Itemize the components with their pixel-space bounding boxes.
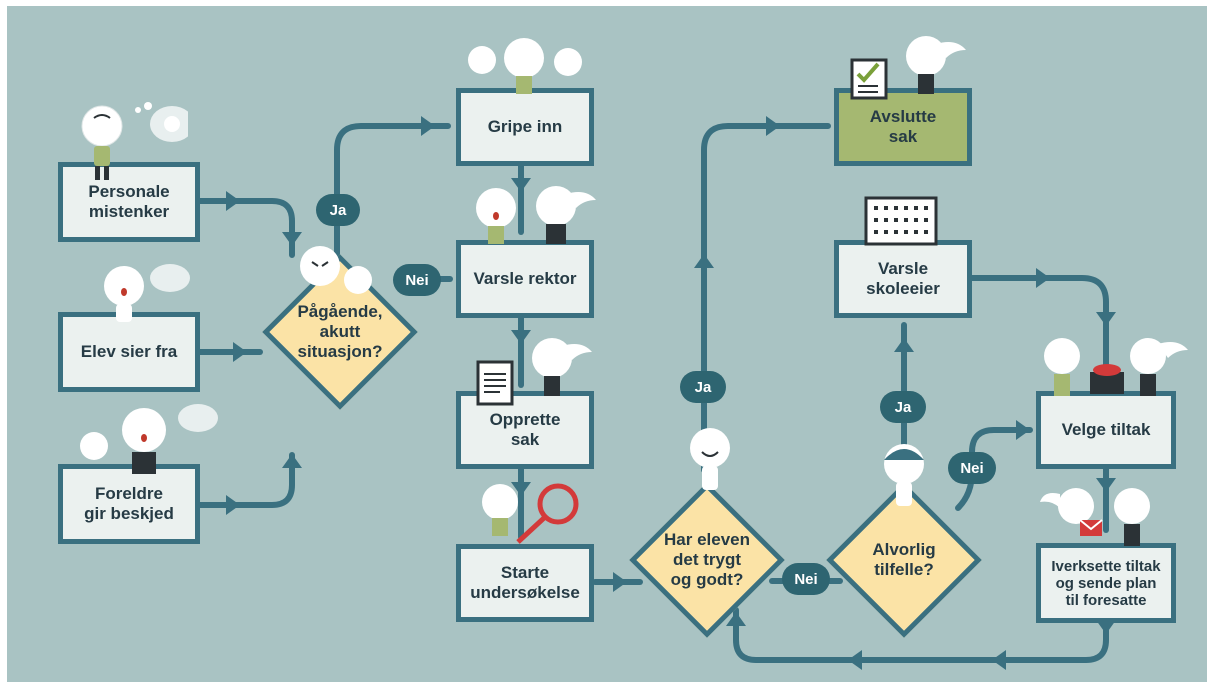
arrowhead (511, 482, 531, 496)
box-gripe-inn: Gripe inn (456, 88, 594, 166)
arrowhead (226, 495, 240, 515)
box-avslutte-sak: Avslutte sak (834, 88, 972, 166)
connector-loop-back (733, 607, 1109, 663)
arrowhead (282, 232, 302, 246)
arrowhead (1096, 312, 1116, 326)
decision-akutt-label: Pågående, akutt situasjon? (297, 302, 383, 361)
mail-icon (1040, 488, 1150, 546)
connector-skoleeier-velge (969, 275, 1109, 386)
pill-nei-alvorlig: Nei (948, 452, 996, 484)
student-figure-icon (104, 264, 190, 322)
arrowhead (894, 338, 914, 352)
decision-alvorlig-label: Alvorlig tilfelle? (872, 540, 936, 579)
box-varsle-rektor: Varsle rektor (456, 240, 594, 318)
principal-figure-icon (532, 338, 592, 396)
box-personale-mistenker: Personale mistenker (58, 162, 200, 242)
building-icon (864, 196, 938, 246)
connector-personale (197, 198, 295, 258)
pill-ja-akutt: Ja (316, 194, 360, 226)
pill-ja-alvorlig: Ja (880, 391, 926, 423)
principal-figure-icon (906, 36, 966, 94)
connector-ja-avslutte (701, 123, 831, 473)
arrowhead (421, 116, 435, 136)
arrowhead (511, 330, 531, 344)
arrowhead (694, 254, 714, 268)
box-foreldre-gir-beskjed: Foreldre gir beskjed (58, 464, 200, 544)
pill-nei-akutt: Nei (393, 264, 441, 296)
fighting-children-icon (300, 246, 372, 294)
connector-ja-gripe (334, 123, 451, 273)
document-icon (476, 360, 514, 406)
arrowhead (766, 116, 780, 136)
pill-ja-trygt: Ja (680, 371, 726, 403)
connector-foreldre (197, 452, 295, 508)
arrowhead (511, 178, 531, 192)
arrowhead (1096, 478, 1116, 492)
teacher-and-principal-icon (1044, 338, 1188, 396)
worried-student-icon (884, 444, 924, 506)
teacher-and-principal-icon (476, 186, 596, 244)
magnifier-icon (482, 483, 579, 544)
arrowhead (848, 650, 862, 670)
arrowhead (282, 454, 302, 468)
box-elev-sier-fra: Elev sier fra (58, 312, 200, 392)
background (7, 6, 1207, 682)
intervening-adult-icon (468, 38, 582, 94)
arrowhead (1036, 268, 1050, 288)
arrowhead (726, 612, 746, 626)
box-velge-tiltak: Velge tiltak (1036, 391, 1176, 469)
arrowhead (613, 572, 627, 592)
arrowhead (226, 191, 240, 211)
checklist-icon (850, 58, 888, 100)
arrowhead (992, 650, 1006, 670)
decision-trygt-label: Har eleven det trygt og godt? (664, 530, 750, 589)
teacher-figure-icon (81, 102, 188, 180)
arrowhead (1016, 420, 1030, 440)
pill-nei-trygt: Nei (782, 563, 830, 595)
happy-student-icon (690, 428, 730, 490)
box-varsle-skoleeier: Varsle skoleeier (834, 240, 972, 318)
arrowhead (1096, 620, 1116, 634)
box-starte-undersokelse: Starte undersøkelse (456, 544, 594, 622)
arrowhead (233, 342, 247, 362)
box-iverksette-tiltak: Iverksette tiltak og sende plan til fore… (1036, 543, 1176, 623)
parent-figure-icon (80, 404, 218, 474)
